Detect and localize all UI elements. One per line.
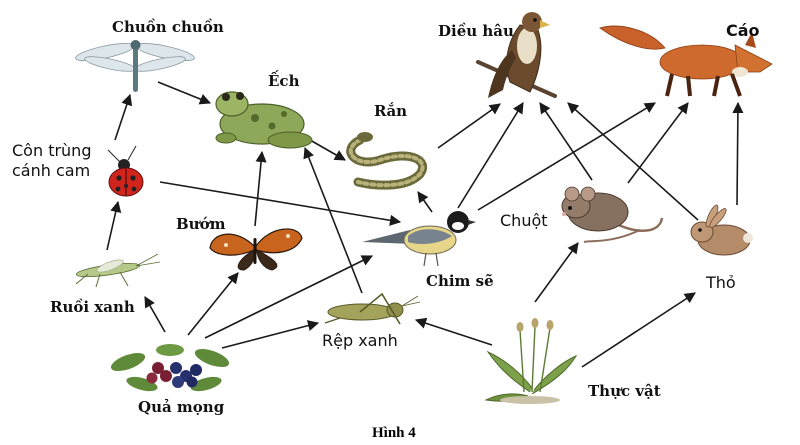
label-buom: Bướm [176,215,226,233]
arrow-berries-to-aphid [221,320,320,349]
label-rep-xanh: Rệp xanh [322,331,398,350]
arrow-mouse-to-fox [627,102,689,184]
arrow-rabbit-to-hawk [567,102,699,221]
arrow-beetle-to-sparrow [159,181,402,226]
arrow-snake-to-hawk [437,103,501,149]
hawk-icon [476,12,557,98]
mouse-icon [561,186,664,243]
snake-icon [346,132,427,190]
label-ran: Rắn [374,102,408,120]
ladybug-icon [107,145,144,197]
arrow-plant-to-rabbit [581,292,696,368]
label-cao: Cáo [726,21,760,40]
arrow-rabbit-to-fox [732,101,744,206]
arrow-beetle-to-dragonfly [114,93,133,141]
label-tho: Thỏ [706,273,736,292]
greenfly-icon [75,253,161,288]
aphid-icon [324,292,421,325]
dragonfly-icon [75,40,195,92]
label-chuot: Chuột [500,211,548,230]
arrow-frog-to-snake [309,139,346,161]
arrow-berries-to-butterfly [187,272,239,336]
arrow-sparrow-to-fox [477,102,656,211]
rabbit-icon [690,204,753,256]
arrow-plant-to-mouse [534,242,579,303]
arrow-sparrow-to-hawk [457,102,524,209]
berries-icon [110,344,230,392]
arrow-fly-to-beetle [106,200,122,251]
frog-icon [215,91,313,149]
arrow-dragonfly-to-frog [157,81,212,105]
arrow-berries-to-fly [144,296,166,333]
label-chim-se: Chim sẽ [426,272,494,290]
fox-icon [599,25,773,97]
label-thuc-vat: Thực vật [588,382,661,400]
sparrow-icon [362,211,476,267]
label-con-trung-line1: Côn trùng [12,141,92,160]
arrow-plant-to-aphid [414,317,493,346]
label-con-trung-line2: cánh cam [12,161,91,180]
arrow-mouse-to-hawk [539,102,593,181]
butterfly-icon [209,228,303,271]
arrows [106,81,744,368]
label-ech: Ếch [268,72,300,90]
arrow-aphid-to-frog [303,146,363,294]
plant-icon [484,318,578,404]
label-dieu-hau: Diều hâu [438,22,514,40]
arrow-berries-to-sparrow [204,255,374,339]
arrow-sparrow-to-snake [417,191,433,213]
label-chuon-chuon: Chuồn chuồn [112,18,224,36]
figure-caption: Hình 4 [372,425,416,441]
label-ruoi-xanh: Ruồi xanh [50,298,135,316]
label-qua-mong: Quả mọng [138,398,225,416]
arrow-butterfly-to-frog [254,150,267,227]
